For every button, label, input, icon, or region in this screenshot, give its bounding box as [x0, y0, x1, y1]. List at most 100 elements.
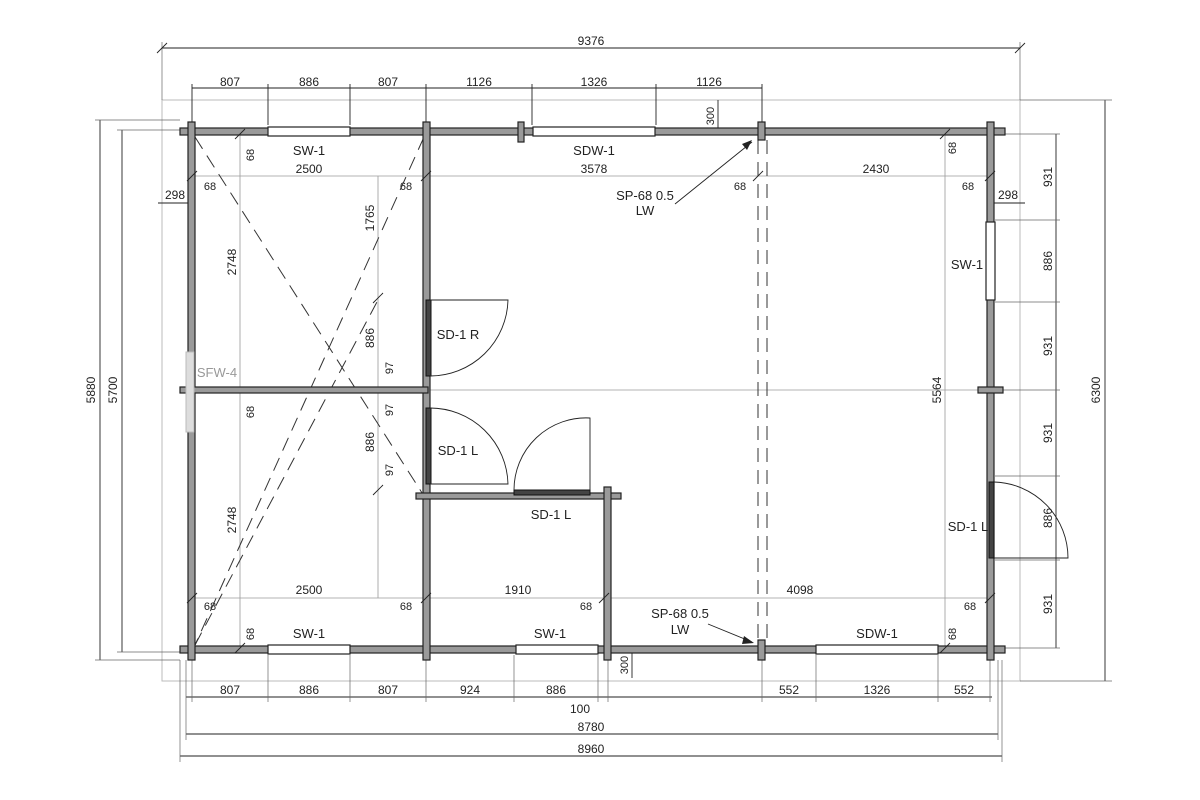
t68-4: 68: [962, 181, 974, 193]
interior-bot-mid: 1910: [505, 583, 532, 597]
interior-left-upper: 2748: [225, 248, 239, 275]
label-sd1r: SD-1 R: [437, 327, 480, 342]
label-sw1-right: SW-1: [951, 257, 983, 272]
top-offset-label: 300: [705, 107, 717, 125]
partition-wall-2: [179, 386, 429, 394]
left-height-dimensions: 5880 5700 298: [84, 119, 192, 661]
t68-3: 68: [734, 181, 746, 193]
door-sd1l-b-leaf: [513, 489, 591, 496]
interior-top-right: 2430: [863, 162, 890, 176]
label-sd1l-a: SD-1 L: [438, 443, 478, 458]
bottom-dim-6: 552: [779, 683, 799, 697]
interior-1765: 1765: [363, 204, 377, 231]
width-8780-label: 8780: [578, 720, 605, 734]
left-298-label: 298: [165, 188, 185, 202]
top-dim-3: 807: [378, 75, 398, 89]
top-dim-5: 1326: [581, 75, 608, 89]
bottom-100-label: 100: [570, 702, 590, 716]
height-5700-label: 5700: [106, 376, 120, 403]
window-sdw1-bot: [815, 644, 939, 655]
bottom-dimension-chain: 807 886 807 924 886 552 1326 552 300 100…: [179, 652, 1003, 762]
t68-10: 68: [947, 142, 959, 154]
window-sw1-right: [985, 221, 996, 301]
interior-5564: 5564: [930, 376, 944, 403]
door-sd1l-leaf: [425, 407, 432, 485]
bottom-dim-1: 807: [220, 683, 240, 697]
right-dimension-chain: 931 886 931 931 886 931 298: [990, 133, 1060, 649]
sp-top-line2: LW: [636, 203, 655, 218]
label-sw1-bot-left: SW-1: [293, 626, 325, 641]
bottom-dim-8: 552: [954, 683, 974, 697]
interior-97-b: 97: [384, 404, 396, 416]
t68-9: 68: [245, 149, 257, 161]
interior-886-lower: 886: [363, 432, 377, 452]
window-sdw1-top: [532, 126, 656, 137]
interior-dimensions: 2500 3578 2430 2500 1910 4098 2748 2748 …: [204, 142, 976, 640]
bottom-dim-5: 886: [546, 683, 566, 697]
label-sw1-top: SW-1: [293, 143, 325, 158]
partition-wall-4: [603, 486, 612, 661]
t68-12: 68: [245, 628, 257, 640]
interior-886-upper: 886: [363, 328, 377, 348]
element-labels: SW-1 SDW-1 SW-1 SW-1 SW-1 SDW-1 SD-1 R S…: [197, 143, 988, 641]
label-sw1-bot-mid: SW-1: [534, 626, 566, 641]
label-sd1l-right: SD-1 L: [948, 519, 988, 534]
t68-7: 68: [580, 601, 592, 613]
sp-bot-line2: LW: [671, 622, 690, 637]
t68-11: 68: [245, 406, 257, 418]
void-diagonals: [194, 136, 425, 646]
window-sw1-bot-mid: [515, 644, 599, 655]
label-sfw4: SFW-4: [197, 365, 237, 380]
roof-outline: [161, 99, 1021, 682]
height-5880-label: 5880: [84, 376, 98, 403]
windows: [185, 126, 996, 655]
top-dimension-chain: 807 886 807 1126 1326 1126 300: [191, 75, 763, 128]
right-height-dimension: 6300: [1020, 99, 1112, 682]
post-top: [757, 121, 766, 141]
window-sw1-bot-left: [267, 644, 351, 655]
interior-left-lower: 2748: [225, 506, 239, 533]
right-stub: [977, 386, 1004, 394]
right-dim-3: 931: [1041, 336, 1055, 356]
right-dim-4: 931: [1041, 423, 1055, 443]
interior-97-a: 97: [384, 362, 396, 374]
window-sw1-top: [267, 126, 351, 137]
beam-dashed-line: [757, 140, 768, 645]
right-298-label: 298: [998, 188, 1018, 202]
top-dim-1: 807: [220, 75, 240, 89]
corner-ticks: [186, 128, 996, 654]
label-sdw1-top: SDW-1: [573, 143, 615, 158]
label-sdw1-bot: SDW-1: [856, 626, 898, 641]
walls: [179, 121, 1006, 661]
interior-grid-lines: [192, 134, 990, 648]
interior-top-mid: 3578: [581, 162, 608, 176]
sp-top-line1: SP-68 0.5: [616, 188, 674, 203]
overall-width-label: 9376: [578, 34, 605, 48]
right-dim-6: 931: [1041, 594, 1055, 614]
bottom-offset-label: 300: [619, 656, 631, 674]
overall-width-dimension: 9376: [156, 34, 1026, 100]
interior-bot-left: 2500: [296, 583, 323, 597]
mullion-top: [517, 121, 525, 143]
t68-13: 68: [947, 628, 959, 640]
top-dim-6: 1126: [696, 75, 722, 89]
right-dim-1: 931: [1041, 167, 1055, 187]
right-dim-2: 886: [1041, 251, 1055, 271]
door-sd1r-leaf: [425, 299, 432, 377]
label-sd1l-b: SD-1 L: [531, 507, 571, 522]
doors: [425, 299, 1069, 559]
sp68-callouts: SP-68 0.5 LW SP-68 0.5 LW: [616, 140, 754, 644]
bottom-dim-2: 886: [299, 683, 319, 697]
interior-97-c: 97: [384, 464, 396, 476]
width-8960-label: 8960: [578, 742, 605, 756]
right-dim-5: 886: [1041, 508, 1055, 528]
sp-bot-line1: SP-68 0.5: [651, 606, 709, 621]
height-6300-label: 6300: [1089, 376, 1103, 403]
top-dim-2: 886: [299, 75, 319, 89]
t68-6: 68: [400, 601, 412, 613]
t68-8: 68: [964, 601, 976, 613]
bottom-dim-4: 924: [460, 683, 480, 697]
bottom-dim-7: 1326: [864, 683, 891, 697]
window-sfw4: [185, 351, 195, 433]
